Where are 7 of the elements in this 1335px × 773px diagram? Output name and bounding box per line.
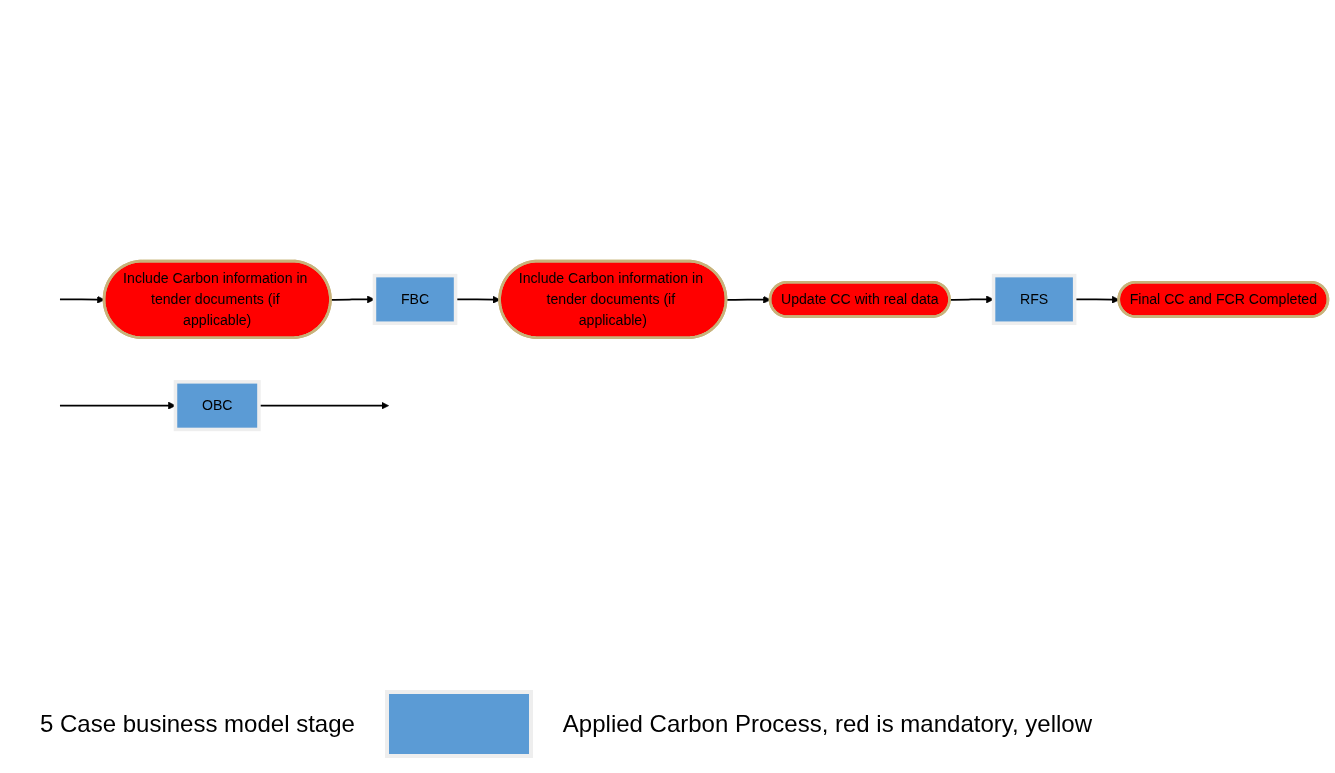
- note-text: Applied Carbon Process, red is mandatory, yellow: [562, 710, 1092, 738]
- node-box: OBC: [173, 379, 261, 431]
- arrow: [725, 295, 771, 304]
- arrow: [59, 295, 105, 304]
- node-box: FBC: [372, 273, 458, 325]
- node-box: RFS: [991, 273, 1077, 325]
- legend-label: 5 Case business model stage: [40, 710, 355, 738]
